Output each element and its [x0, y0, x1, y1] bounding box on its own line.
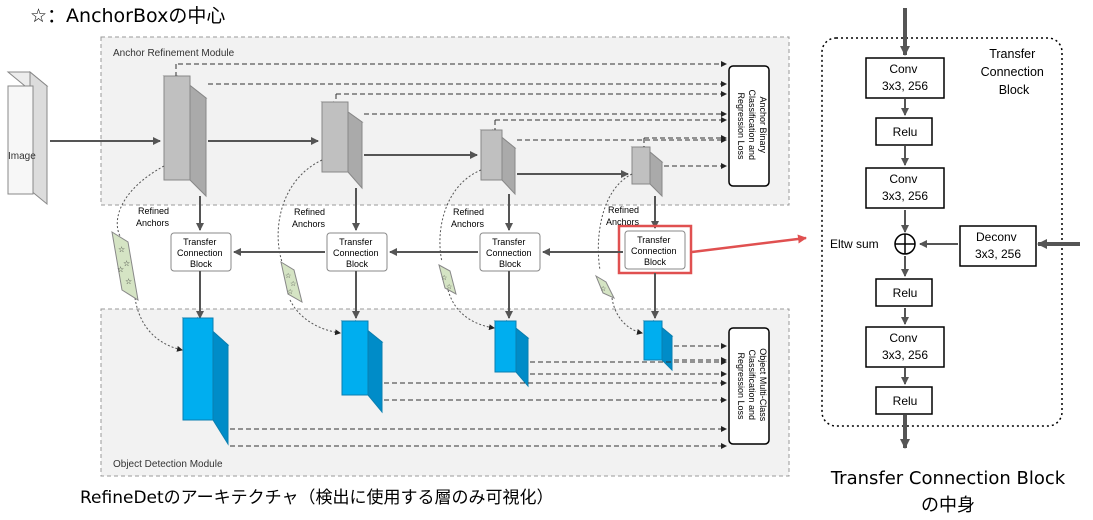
svg-text:Relu: Relu	[893, 394, 918, 408]
svg-text:Conv 3x3, 256: Conv 3x3, 256	[882, 331, 928, 362]
svg-text:Relu: Relu	[893, 125, 918, 139]
svg-text:Transfer Connection: Transfer Connection Block	[486, 237, 534, 269]
refined-anchor-curves	[116, 159, 643, 352]
tcb-detail-title: Transfer Connection Block	[981, 47, 1048, 97]
arm-loss-label: Anchor Binary Classification and Regress…	[736, 89, 768, 162]
detail-relu-2: Relu	[875, 278, 933, 307]
svg-text:Relu: Relu	[893, 286, 918, 300]
odm-block-3	[493, 319, 530, 388]
arm-block-4	[630, 145, 664, 198]
svg-text:Transfer Connection: Transfer Connection Block	[631, 235, 679, 267]
arm-to-tcb-arrows	[196, 188, 659, 231]
anchor-patch-3: ☆☆	[438, 264, 457, 295]
anchor-patch-1: ☆☆☆☆	[111, 230, 139, 302]
odm-block-2	[340, 319, 384, 414]
arm-block-2	[320, 100, 364, 190]
svg-text:Anchor Binary Classifica: Anchor Binary Classification and Regress…	[736, 89, 768, 162]
detail-relu-3: Relu	[875, 386, 933, 415]
odm-block-4	[642, 319, 674, 372]
svg-text:Deconv 3x3, 256: Deconv 3x3, 256	[975, 230, 1021, 261]
svg-text:Transfer Connection: Transfer Connection Block	[333, 237, 381, 269]
tcb-to-odm-arrows	[196, 271, 659, 319]
anchor-patch-4: ☆	[594, 274, 616, 300]
svg-text:Eltw sum: Eltw sum	[830, 237, 879, 251]
svg-text:Object Multi-Class Class: Object Multi-Class Classification and Re…	[736, 348, 768, 424]
odm-title: Object Detection Module	[113, 459, 223, 470]
odm-block-1	[181, 316, 230, 446]
arm-loss-connections	[175, 61, 727, 169]
svg-text:☆: ☆	[600, 285, 606, 293]
svg-text:Conv 3x3, 256: Conv 3x3, 256	[882, 172, 928, 203]
svg-text:Conv 3x3, 256: Conv 3x3, 256	[882, 62, 928, 93]
arm-block-3	[479, 128, 517, 196]
arm-loss-box	[728, 65, 770, 187]
odm-loss-connections	[230, 343, 727, 449]
odm-loss-label: Object Multi-Class Classification and Re…	[736, 348, 768, 424]
svg-text:☆☆: ☆☆	[441, 274, 452, 291]
detail-conv-1: Conv 3x3, 256	[865, 57, 945, 99]
arm-panel	[100, 36, 790, 206]
image-input: Image	[6, 70, 49, 206]
detail-eltw-sum: Eltw sum	[830, 233, 916, 255]
caption-left: RefineDetのアーキテクチャ（検出に使用する層のみ可視化）	[80, 487, 553, 508]
tcb-block-1: Transfer Connection Block	[170, 232, 232, 272]
arm-block-1	[162, 74, 208, 198]
tcb-block-2: Transfer Connection Block	[326, 232, 388, 272]
detail-deconv: Deconv 3x3, 256	[959, 225, 1037, 267]
arm-title: Anchor Refinement Module	[113, 48, 235, 59]
svg-text:Transfer Connection: Transfer Connection Block	[177, 237, 225, 269]
svg-text:☆☆☆☆: ☆☆☆☆	[117, 245, 132, 286]
anchor-patch-2: ☆☆☆	[280, 260, 303, 304]
detail-conv-3: Conv 3x3, 256	[865, 326, 945, 368]
odm-loss-box	[728, 327, 770, 445]
caption-right-line1: Transfer Connection Block	[830, 468, 1066, 489]
header-note: ☆：AnchorBoxの中心	[30, 5, 225, 27]
tcb-block-3: Transfer Connection Block	[479, 232, 541, 272]
detail-relu-1: Relu	[875, 117, 933, 146]
svg-text:☆☆☆: ☆☆☆	[285, 272, 296, 296]
caption-right-line2: の中身	[921, 495, 975, 516]
highlight-arrow	[691, 234, 807, 254]
detail-conv-2: Conv 3x3, 256	[865, 167, 945, 209]
image-label: Image	[8, 151, 36, 162]
detail-flow-arrows	[900, 8, 1080, 449]
tcb-block-4: Transfer Connection Block	[617, 224, 693, 275]
